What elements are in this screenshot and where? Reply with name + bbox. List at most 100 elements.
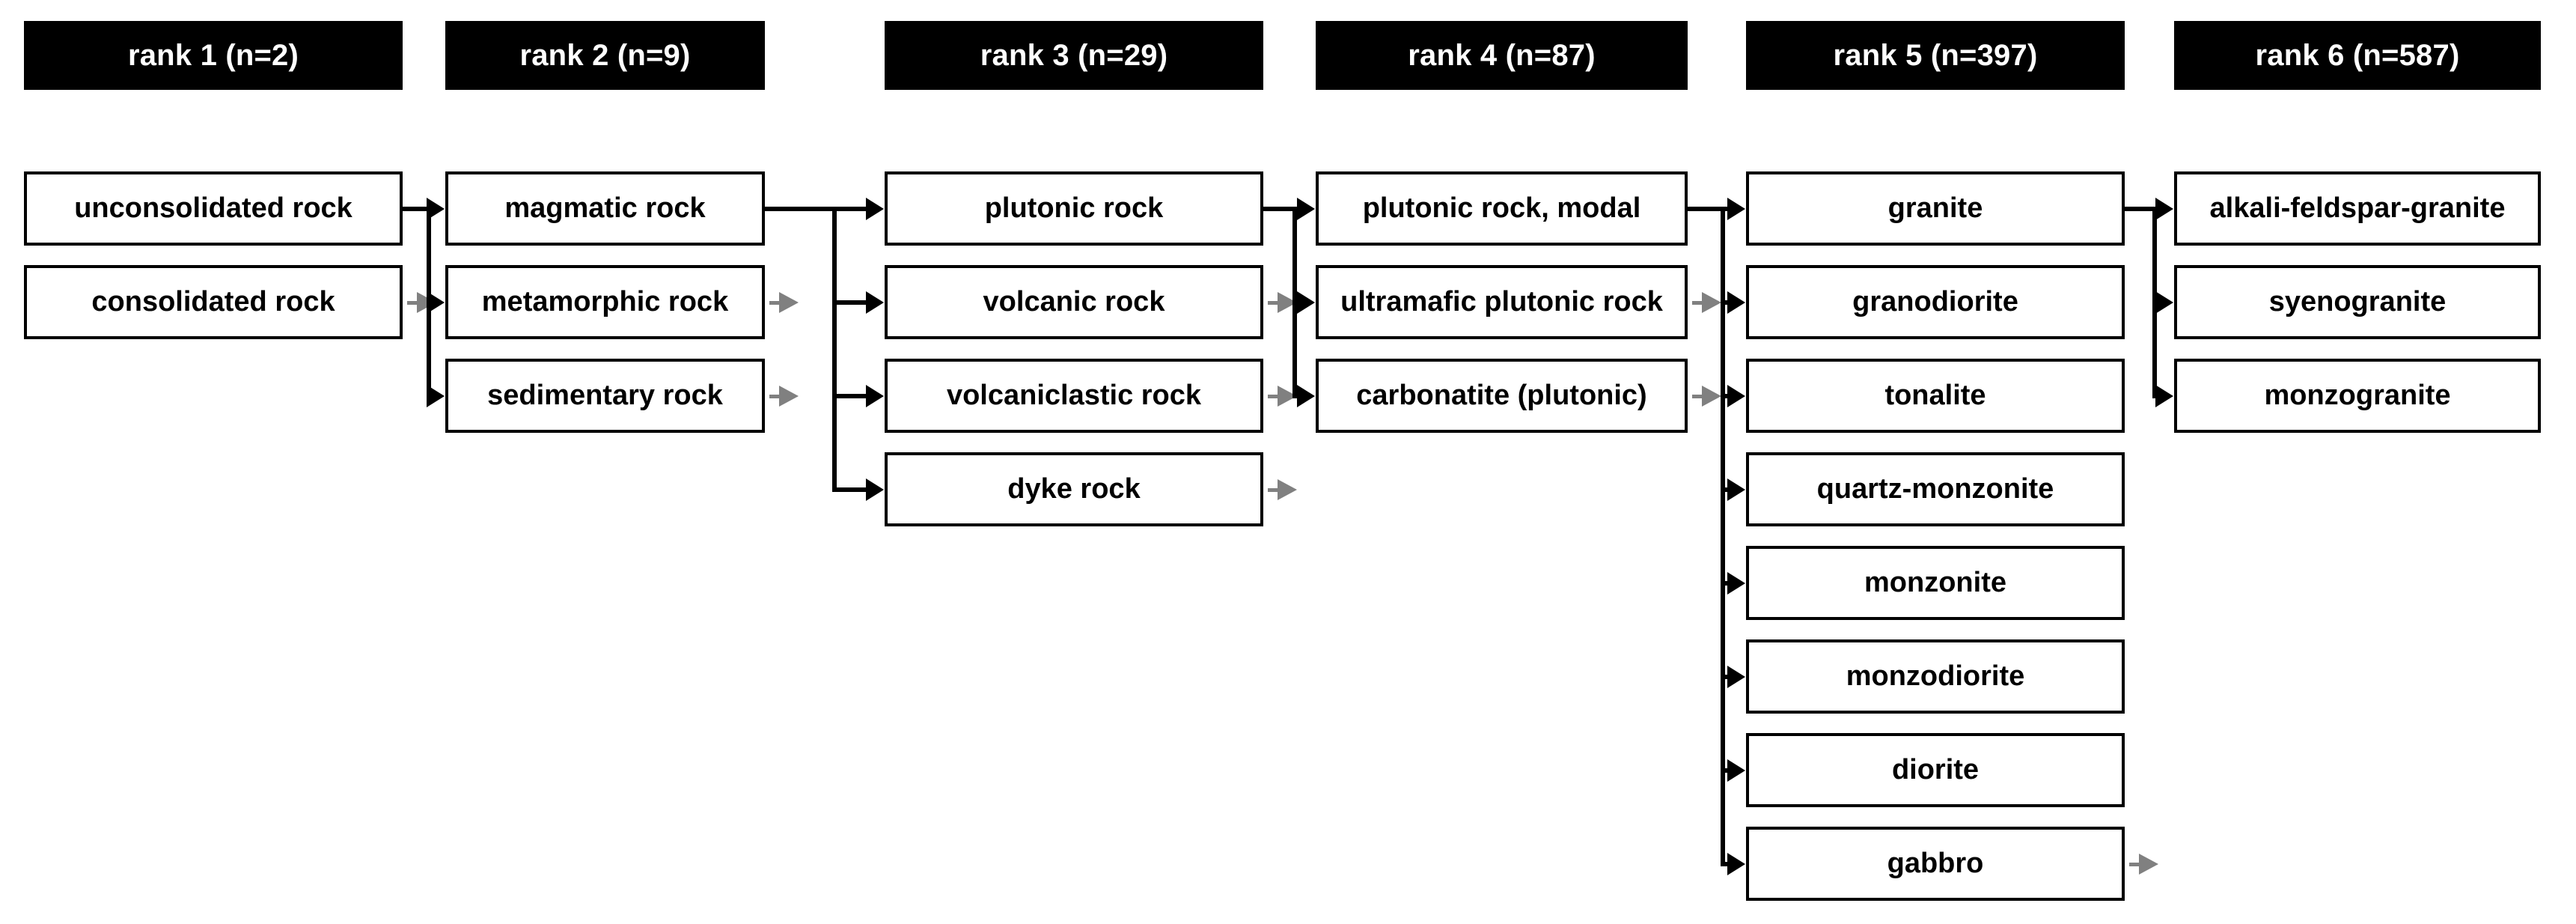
truncation-arrow-icon — [1702, 291, 1721, 313]
edge-spine-3 — [1721, 206, 1725, 866]
node-label: monzogranite — [2264, 380, 2451, 411]
edge-arrow-icon — [2155, 291, 2173, 314]
rank-header-3: rank 3 (n=29) — [885, 21, 1263, 90]
edge-leadout-3 — [1688, 206, 1725, 211]
truncation-stub — [407, 300, 418, 305]
rank-header-6: rank 6 (n=587) — [2174, 21, 2541, 90]
edge-leadout-2 — [1263, 206, 1297, 211]
edge-spine-1 — [832, 206, 837, 492]
node-rank3-0[interactable]: plutonic rock — [885, 171, 1263, 246]
edge-branch-1-2 — [832, 393, 867, 398]
edge-arrow-icon — [1727, 665, 1745, 688]
node-rank4-1[interactable]: ultramafic plutonic rock — [1316, 265, 1688, 339]
node-rank5-7[interactable]: gabbro — [1746, 827, 2125, 901]
edge-branch-1-3 — [832, 487, 867, 492]
edge-arrow-icon — [866, 478, 884, 501]
node-rank3-2[interactable]: volcaniclastic rock — [885, 359, 1263, 433]
node-rank2-2[interactable]: sedimentary rock — [445, 359, 765, 433]
node-rank5-2[interactable]: tonalite — [1746, 359, 2125, 433]
node-label: metamorphic rock — [481, 286, 729, 317]
edge-branch-3-2 — [1721, 393, 1728, 398]
node-rank1-0[interactable]: unconsolidated rock — [24, 171, 403, 246]
rank-header-2: rank 2 (n=9) — [445, 21, 765, 90]
node-label: gabbro — [1887, 848, 1984, 879]
node-label: carbonatite (plutonic) — [1356, 380, 1647, 411]
node-rank5-0[interactable]: granite — [1746, 171, 2125, 246]
edge-arrow-icon — [866, 384, 884, 407]
edge-branch-3-5 — [1721, 674, 1728, 679]
truncation-stub — [769, 394, 780, 398]
edge-arrow-icon — [1297, 197, 1315, 220]
node-label: monzonite — [1864, 567, 2006, 598]
node-rank4-0[interactable]: plutonic rock, modal — [1316, 171, 1688, 246]
node-rank3-3[interactable]: dyke rock — [885, 452, 1263, 526]
node-rank6-1[interactable]: syenogranite — [2174, 265, 2541, 339]
edge-arrow-icon — [427, 197, 445, 220]
edge-branch-3-3 — [1721, 487, 1728, 492]
edge-leadout-4 — [2125, 206, 2157, 211]
node-label: plutonic rock, modal — [1362, 192, 1641, 224]
edge-arrow-icon — [866, 291, 884, 314]
edge-arrow-icon — [1727, 478, 1745, 501]
edge-arrow-icon — [1727, 759, 1745, 782]
edge-arrow-icon — [2155, 197, 2173, 220]
node-label: ultramafic plutonic rock — [1340, 286, 1663, 317]
edge-branch-4-2 — [2152, 393, 2156, 398]
edge-branch-3-6 — [1721, 768, 1728, 773]
node-label: plutonic rock — [984, 192, 1164, 224]
node-label: quartz-monzonite — [1816, 473, 2054, 505]
edge-arrow-icon — [1727, 291, 1745, 314]
edge-branch-1-0 — [832, 206, 867, 211]
edge-arrow-icon — [866, 197, 884, 220]
node-rank5-4[interactable]: monzonite — [1746, 546, 2125, 620]
node-rank5-6[interactable]: diorite — [1746, 733, 2125, 807]
truncation-stub — [769, 300, 780, 305]
rank-header-4: rank 4 (n=87) — [1316, 21, 1688, 90]
edge-arrow-icon — [1727, 571, 1745, 595]
truncation-stub — [1692, 300, 1703, 305]
node-label: volcaniclastic rock — [946, 380, 1202, 411]
truncation-arrow-icon — [2139, 853, 2158, 875]
edge-branch-3-7 — [1721, 861, 1728, 866]
edge-branch-1-1 — [832, 300, 867, 305]
node-label: consolidated rock — [91, 286, 335, 317]
node-label: granite — [1887, 192, 1983, 224]
node-rank4-2[interactable]: carbonatite (plutonic) — [1316, 359, 1688, 433]
node-rank2-1[interactable]: metamorphic rock — [445, 265, 765, 339]
node-label: magmatic rock — [504, 192, 706, 224]
node-rank3-1[interactable]: volcanic rock — [885, 265, 1263, 339]
node-label: unconsolidated rock — [74, 192, 352, 224]
edge-arrow-icon — [427, 291, 445, 314]
node-label: diorite — [1891, 754, 1980, 785]
edge-arrow-icon — [2155, 384, 2173, 407]
node-rank5-3[interactable]: quartz-monzonite — [1746, 452, 2125, 526]
edge-branch-4-0 — [2152, 206, 2156, 211]
node-label: sedimentary rock — [487, 380, 723, 411]
truncation-stub — [1268, 300, 1278, 305]
node-label: alkali-feldspar-granite — [2209, 192, 2506, 224]
node-label: syenogranite — [2268, 286, 2447, 317]
node-rank5-5[interactable]: monzodiorite — [1746, 639, 2125, 714]
node-label: dyke rock — [1007, 473, 1141, 505]
node-rank6-2[interactable]: monzogranite — [2174, 359, 2541, 433]
edge-branch-3-4 — [1721, 580, 1728, 586]
edge-arrow-icon — [1727, 852, 1745, 875]
edge-arrow-icon — [427, 384, 445, 407]
truncation-arrow-icon — [779, 291, 799, 313]
rank-header-1: rank 1 (n=2) — [24, 21, 403, 90]
node-rank1-1[interactable]: consolidated rock — [24, 265, 403, 339]
node-rank5-1[interactable]: granodiorite — [1746, 265, 2125, 339]
truncation-stub — [1268, 487, 1278, 492]
edge-arrow-icon — [1727, 384, 1745, 407]
node-rank6-0[interactable]: alkali-feldspar-granite — [2174, 171, 2541, 246]
truncation-stub — [2129, 862, 2140, 866]
edge-arrow-icon — [1727, 197, 1745, 220]
truncation-arrow-icon — [779, 385, 799, 407]
edge-leadout-1 — [765, 206, 837, 211]
edge-branch-2-0 — [1292, 206, 1298, 211]
node-rank2-0[interactable]: magmatic rock — [445, 171, 765, 246]
edge-branch-3-1 — [1721, 300, 1728, 305]
node-label: granodiorite — [1852, 286, 2018, 317]
node-label: volcanic rock — [983, 286, 1165, 317]
